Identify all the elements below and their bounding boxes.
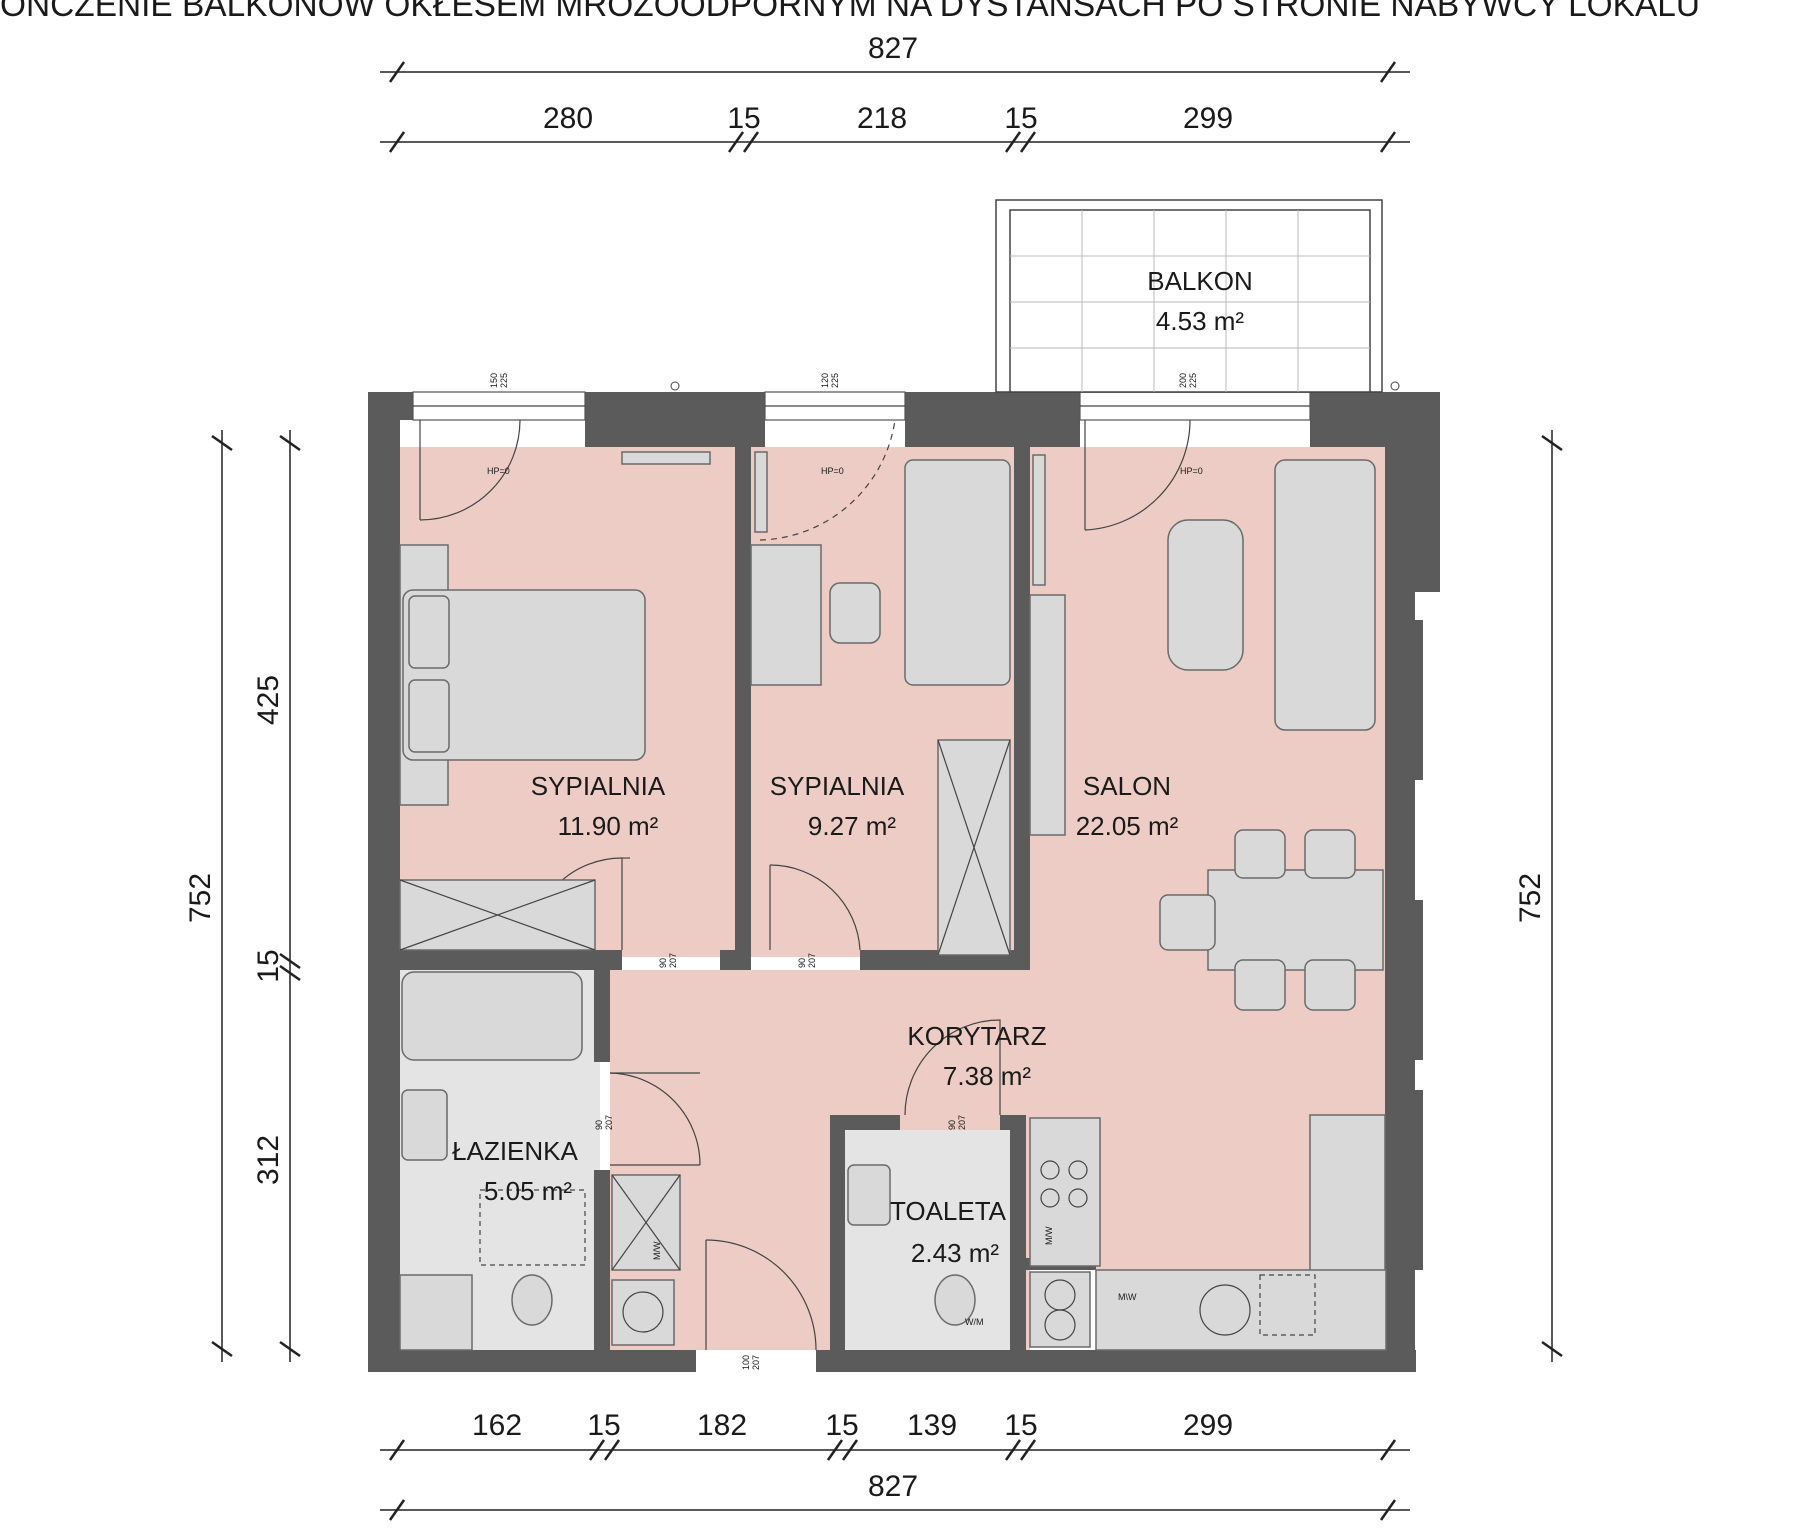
appliance-mw-1: M/W: [1044, 1226, 1054, 1245]
room-name-balkon: BALKON: [1147, 266, 1253, 296]
dim-right-752: 752: [1514, 873, 1547, 923]
door-3-width: 90: [594, 1120, 604, 1130]
washbasin: [401, 1089, 448, 1161]
room-name-korytarz: KORYTARZ: [907, 1021, 1046, 1051]
dim-bottom-299: 299: [1183, 1409, 1233, 1442]
washing-machine: [611, 1279, 675, 1346]
door-2-width: 90: [797, 958, 807, 968]
room-area-balkon: 4.53 m²: [1156, 306, 1244, 336]
dim-bottom-182: 182: [697, 1409, 747, 1442]
toilet-washbasin: [847, 1164, 891, 1226]
coffee-table: [1167, 519, 1244, 671]
room-name-salon: SALON: [1083, 771, 1171, 801]
window-1-hp: HP=0: [487, 466, 510, 476]
dining-table: [1207, 869, 1384, 971]
room-area-toaleta: 2.43 m²: [911, 1238, 999, 1268]
window-3-height: 200: [1178, 373, 1188, 388]
dimensions-top: 827 280 15 218 15 299: [380, 32, 1410, 153]
dim-top-280: 280: [543, 102, 593, 135]
dim-left-312: 312: [252, 1135, 285, 1185]
appliance-mw-3: M\W: [1118, 1292, 1137, 1302]
room-area-lazienka: 5.05 m²: [484, 1176, 572, 1206]
room-name-lazienka: ŁAZIENKA: [452, 1136, 578, 1166]
door-5-height: 207: [751, 1355, 761, 1370]
cabinet: [399, 1274, 473, 1351]
room-area-korytarz: 7.38 m²: [943, 1061, 1031, 1091]
dim-bottom-15c: 15: [1004, 1409, 1037, 1442]
door-1-width: 90: [658, 958, 668, 968]
dim-bottom-15b: 15: [825, 1409, 858, 1442]
room-area-salon: 22.05 m²: [1076, 811, 1179, 841]
desk-chair: [829, 582, 881, 644]
window-1-width: 225: [499, 373, 509, 388]
door-5-width: 100: [741, 1355, 751, 1370]
kitchen-counter: [1095, 1269, 1387, 1351]
double-bed: [402, 589, 646, 761]
door-3-height: 207: [604, 1115, 614, 1130]
window-3-width: 225: [1188, 373, 1198, 388]
door-4-height: 207: [957, 1115, 967, 1130]
dim-top-15a: 15: [727, 102, 760, 135]
toilet-1: [511, 1274, 553, 1326]
room-name-sypialnia-1: SYPIALNIA: [531, 771, 666, 801]
walls: [368, 392, 1440, 1372]
sofa: [1274, 459, 1376, 731]
appliance-wm: W/M: [965, 1317, 984, 1327]
room-name-sypialnia-2: SYPIALNIA: [770, 771, 905, 801]
toilet-2: [934, 1274, 976, 1326]
dim-top-total: 827: [868, 32, 918, 65]
dim-bottom-162: 162: [472, 1409, 522, 1442]
room-labels: BALKON 4.53 m² SYPIALNIA 11.90 m² SYPIAL…: [452, 266, 1253, 1268]
windows: [412, 391, 1311, 421]
bathtub: [401, 971, 583, 1061]
appliance-mw-2: M/W: [652, 1241, 662, 1260]
dim-top-15b: 15: [1004, 102, 1037, 135]
dim-left-752: 752: [184, 873, 217, 923]
dim-top-299: 299: [1183, 102, 1233, 135]
dim-bottom-15a: 15: [587, 1409, 620, 1442]
single-bed: [904, 459, 1011, 686]
dimensions-left: 752 425 15 312: [184, 430, 301, 1362]
header-text: ONCZENIE BALKONÓW OKŁESEM MROZOODPORNYM …: [0, 0, 1700, 24]
dim-left-15: 15: [252, 949, 285, 982]
door-4-width: 90: [947, 1120, 957, 1130]
window-2-width: 225: [830, 373, 840, 388]
cooktop-cabinet: [1029, 1117, 1101, 1267]
dim-left-425: 425: [252, 675, 285, 725]
dimensions-right: 752: [1514, 430, 1563, 1362]
door-2-height: 207: [807, 953, 817, 968]
desk: [750, 544, 822, 686]
radiator-2: [754, 451, 768, 533]
window-2-height: 120: [820, 373, 830, 388]
window-3-hp: HP=0: [1180, 466, 1203, 476]
radiator-3: [1032, 454, 1046, 586]
room-area-sypialnia-1: 11.90 m²: [558, 811, 659, 841]
furniture: [399, 451, 1387, 1351]
dim-bottom-total: 827: [868, 1470, 918, 1503]
tv-stand: [1029, 594, 1066, 836]
door-1-height: 207: [668, 953, 678, 968]
window-1-height: 150: [489, 373, 499, 388]
opening-tags: 150 225 HP=0 120 225 HP=0 200 225 HP=0 9…: [487, 373, 1203, 1370]
dim-bottom-139: 139: [907, 1409, 957, 1442]
dimensions-bottom: 162 15 182 15 139 15 299 827: [380, 1409, 1410, 1521]
radiator-1: [621, 451, 711, 465]
window-2-hp: HP=0: [821, 466, 844, 476]
balcony: [670, 199, 1400, 393]
room-name-toaleta: TOALETA: [890, 1196, 1007, 1226]
dim-top-218: 218: [857, 102, 907, 135]
room-area-sypialnia-2: 9.27 m²: [808, 811, 896, 841]
